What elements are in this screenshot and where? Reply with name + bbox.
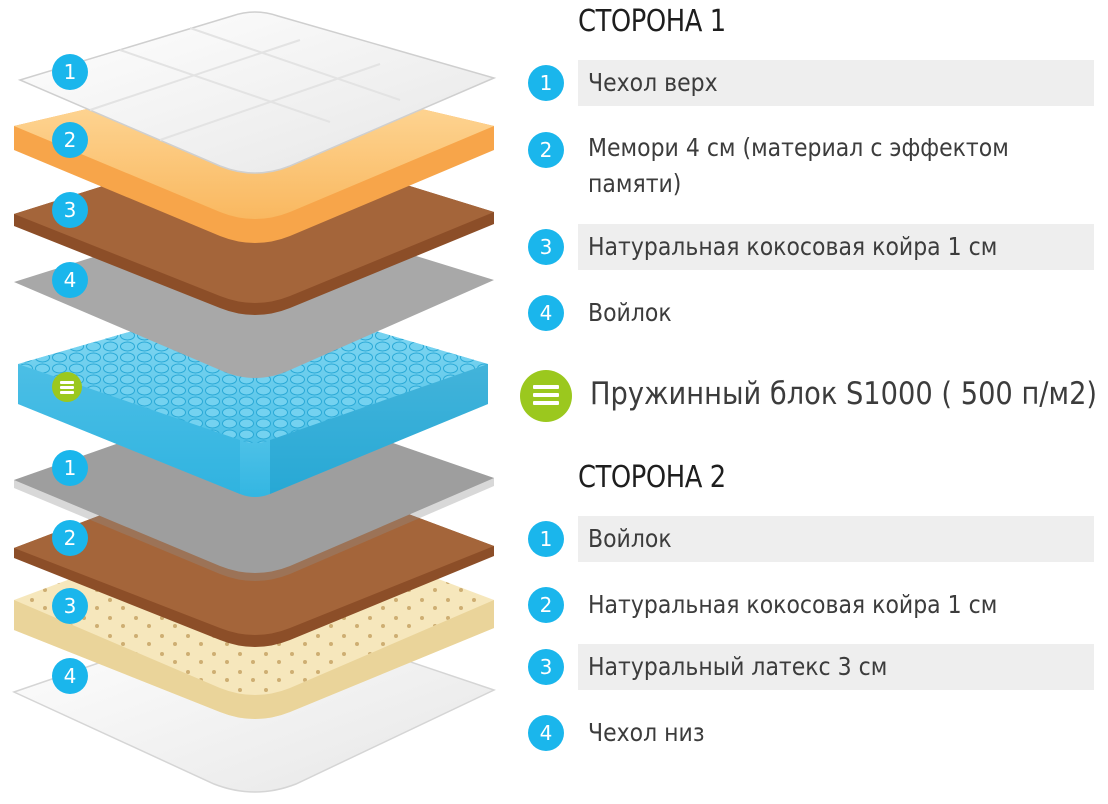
legend-label: Чехол низ xyxy=(588,715,980,751)
legend-row-side1-2: 2 Мемори 4 см (материал с эффектом памят… xyxy=(528,128,1094,204)
legend-label: Мемори 4 см (материал с эффектом памяти) xyxy=(588,130,1046,202)
legend-number-badge: 1 xyxy=(528,521,564,557)
illustration-badge-side2-2: 2 xyxy=(52,520,88,556)
legend-number-badge: 4 xyxy=(528,295,564,331)
illustration-badge-side2-1: 1 xyxy=(52,450,88,486)
legend-row-side1-1: 1 Чехол верх xyxy=(528,60,1094,106)
legend-number-badge: 4 xyxy=(528,715,564,751)
illustration-badge-spring-icon xyxy=(52,372,82,402)
lines-icon xyxy=(520,370,572,422)
spring-block-label: Пружинный блок S1000 ( 500 п/м2) xyxy=(590,376,1097,412)
side2-title: СТОРОНА 2 xyxy=(578,460,726,495)
legend-row-side2-3: 3 Натуральный латекс 3 см xyxy=(528,644,1094,690)
legend-number-badge: 3 xyxy=(528,649,564,685)
illustration-badge-side1-3: 3 xyxy=(52,192,88,228)
legend-row-side2-4: 4 Чехол низ xyxy=(528,710,1094,756)
illustration-badge-side1-2: 2 xyxy=(52,122,88,158)
legend-label: Войлок xyxy=(588,521,980,557)
legend-row-side2-1: 1 Войлок xyxy=(528,516,1094,562)
legend-label: Чехол верх xyxy=(588,65,980,101)
legend-label: Натуральная кокосовая койра 1 см xyxy=(588,229,980,265)
legend-number-badge: 2 xyxy=(528,587,564,623)
legend-label: Натуральный латекс 3 см xyxy=(588,649,980,685)
legend-row-side2-2: 2 Натуральная кокосовая койра 1 см xyxy=(528,582,1094,628)
illustration-badge-side1-4: 4 xyxy=(52,262,88,298)
legend-number-badge: 3 xyxy=(528,229,564,265)
illustration-badge-side2-4: 4 xyxy=(52,658,88,694)
legend-number-badge: 1 xyxy=(528,65,564,101)
illustration-badge-side2-3: 3 xyxy=(52,588,88,624)
legend-row-spring-block: Пружинный блок S1000 ( 500 п/м2) xyxy=(520,370,1100,422)
legend-label: Натуральная кокосовая койра 1 см xyxy=(588,587,980,623)
legend-row-side1-3: 3 Натуральная кокосовая койра 1 см xyxy=(528,224,1094,270)
legend-label: Войлок xyxy=(588,295,980,331)
legend-number-badge: 2 xyxy=(528,132,564,168)
illustration-badge-side1-1: 1 xyxy=(52,54,88,90)
legend-row-side1-4: 4 Войлок xyxy=(528,290,1094,336)
side1-title: СТОРОНА 1 xyxy=(578,4,726,39)
